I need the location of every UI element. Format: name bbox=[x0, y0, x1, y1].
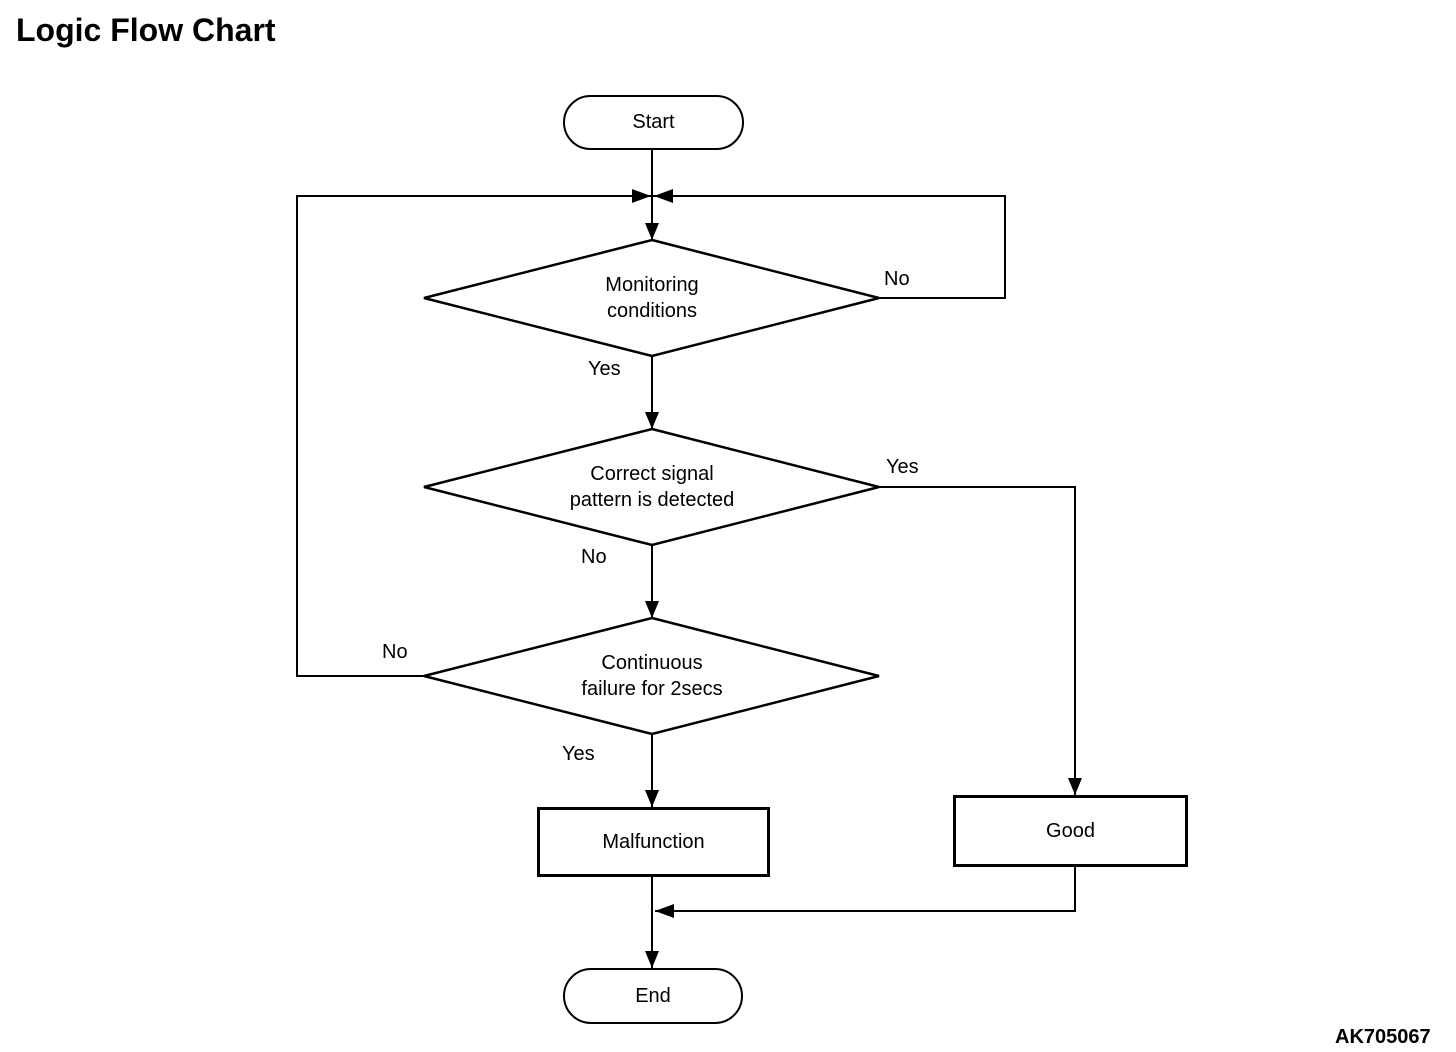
page-title: Logic Flow Chart bbox=[16, 12, 276, 48]
node-end-label: End bbox=[635, 984, 671, 1007]
node-start: Start bbox=[563, 95, 744, 150]
edge-label-monitoring-no: No bbox=[884, 268, 910, 290]
decision-failure-shape bbox=[423, 616, 880, 736]
figure-code: AK705067 bbox=[1335, 1026, 1431, 1048]
connector-good-merge bbox=[655, 867, 1076, 912]
connector-failure-no-loop bbox=[296, 195, 652, 677]
edge-label-failure-no: No bbox=[382, 641, 408, 663]
edge-label-failure-yes: Yes bbox=[562, 743, 595, 765]
edge-label-signal-no: No bbox=[581, 546, 607, 568]
arrowhead-into-good bbox=[1068, 778, 1082, 795]
arrowhead-into-end bbox=[645, 951, 659, 968]
node-start-label: Start bbox=[632, 111, 675, 133]
node-good: Good bbox=[953, 795, 1188, 867]
connector-signal-good bbox=[879, 486, 1076, 795]
arrowhead-into-failure bbox=[645, 601, 659, 618]
decision-monitoring-shape bbox=[423, 238, 880, 358]
connector-monitoring-no-loop bbox=[652, 195, 1006, 299]
arrowhead-into-monitoring bbox=[645, 223, 659, 240]
decision-failure-label: Continuous failure for 2secs bbox=[581, 652, 723, 700]
arrowhead-loop-right-junction bbox=[654, 189, 673, 203]
arrowhead-good-merge bbox=[655, 904, 674, 918]
decision-signal-label: Correct signal pattern is detected bbox=[569, 463, 735, 511]
node-malfunction-label: Malfunction bbox=[602, 830, 705, 853]
arrowhead-into-malfunction bbox=[645, 790, 659, 807]
node-malfunction: Malfunction bbox=[537, 807, 770, 877]
node-end: End bbox=[563, 968, 743, 1024]
decision-signal-shape bbox=[423, 427, 880, 547]
arrowhead-loop-left-junction bbox=[632, 189, 651, 203]
edge-label-signal-yes: Yes bbox=[886, 456, 919, 478]
node-good-label: Good bbox=[1046, 819, 1095, 842]
arrowhead-into-signal bbox=[645, 412, 659, 429]
edge-label-monitoring-yes: Yes bbox=[588, 358, 621, 380]
decision-monitoring-label: Monitoring conditions bbox=[605, 274, 699, 322]
